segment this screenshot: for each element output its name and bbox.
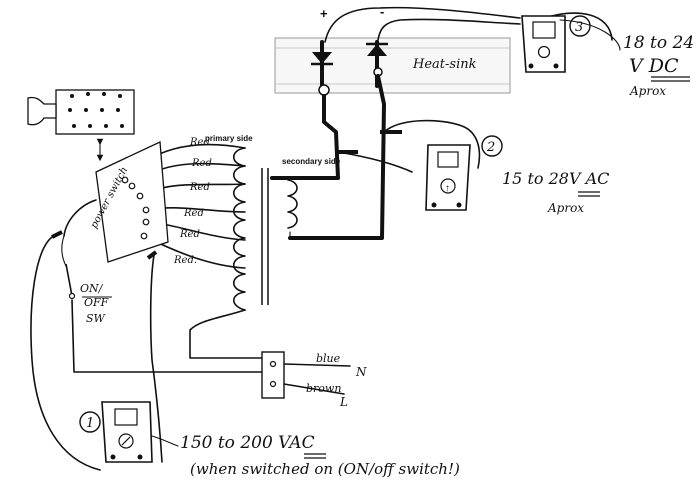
primary-side-label: primary side [205, 134, 253, 143]
secondary-winding [287, 179, 298, 229]
wire-to-meter-input [149, 254, 163, 463]
tap-label-6: Red. [173, 255, 197, 266]
meter-ac-pointer: ↑ [445, 183, 450, 194]
input-note-label: (when switched on (ON/off switch!) [190, 460, 460, 478]
onoff-switch-lever[interactable] [65, 263, 73, 297]
wire-dc-negative [377, 18, 521, 41]
wire-secondary-bottom [288, 74, 386, 240]
ac-output-range: 15 to 28V AC [502, 169, 609, 188]
meter-ac-number: 2 [486, 140, 495, 155]
tap-label-1: Red [189, 137, 210, 148]
wire-neutral-internal [189, 309, 269, 359]
dc-output-range: 18 to 24 [623, 33, 694, 53]
secondary-side-label: secondary side [282, 157, 341, 166]
blue-label: blue [316, 352, 341, 365]
meter-dc: 3 [521, 15, 591, 73]
meter-input-number: 1 [86, 416, 94, 431]
tap-label-3: Red [189, 182, 210, 193]
wire-switch-to-onoff [63, 199, 97, 237]
live-label: L [339, 395, 348, 409]
neutral-label: N [355, 365, 367, 379]
wire-ac-top [383, 119, 481, 169]
dc-output-unit: V DC [629, 55, 679, 77]
onoff-label-3: SW [86, 312, 107, 325]
switch-knob[interactable] [27, 89, 135, 135]
wire-ac-bottom [337, 151, 413, 173]
onoff-label-2: OFF [84, 296, 109, 309]
primary-winding [232, 147, 246, 311]
wire-live-internal [71, 299, 269, 373]
wire-outer-loop [30, 236, 101, 471]
heatsink: Heat-sink [274, 37, 511, 94]
onoff-label-1: ON/ [80, 282, 104, 295]
plus-sign: + [320, 6, 328, 21]
wire-dc-positive [324, 6, 521, 43]
wire-blue [283, 363, 351, 367]
terminal-block [261, 351, 285, 399]
tap-label-5: Red [179, 229, 200, 240]
heatsink-label: Heat-sink [412, 57, 477, 72]
input-voltage-label: 150 to 200 VAC [180, 433, 315, 453]
power-switch[interactable]: power switch [89, 141, 169, 263]
transformer [232, 147, 298, 311]
meter-input: 1 [79, 401, 153, 463]
tap-label-2: Red [191, 158, 212, 169]
dc-output-note: Aprox [629, 84, 666, 98]
ac-output-note: Aprox [547, 201, 584, 215]
wire-brown [283, 383, 345, 395]
meter-dc-number: 3 [575, 20, 583, 35]
meter-ac: ↑ 2 [425, 135, 503, 211]
wire-secondary-top [270, 94, 340, 180]
diode-positive [311, 40, 333, 96]
tap-label-4: Red [183, 208, 204, 219]
brown-label: brown [306, 382, 341, 395]
minus-sign: - [380, 4, 384, 19]
